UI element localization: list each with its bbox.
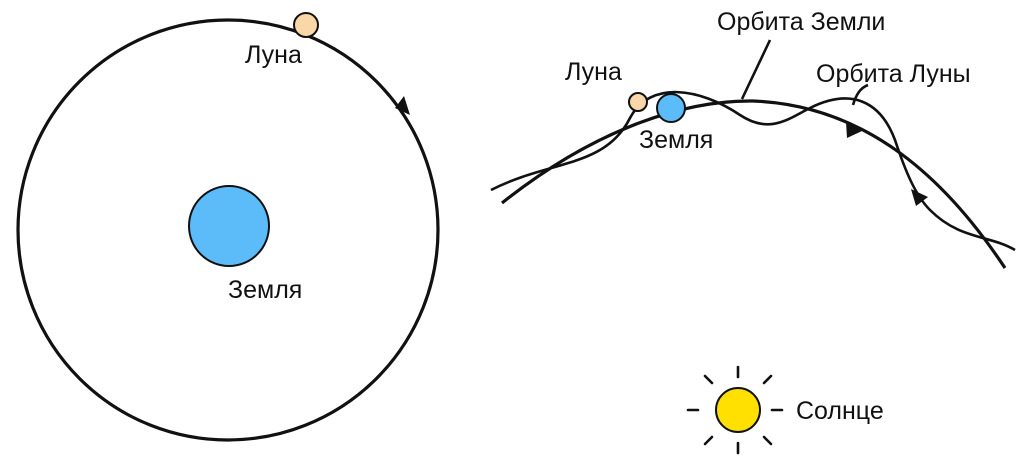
sun-rays bbox=[686, 365, 784, 455]
orbit-direction-arrow-earth bbox=[846, 122, 862, 138]
moon-right bbox=[628, 92, 648, 112]
orbit-direction-arrow-moon bbox=[911, 189, 928, 206]
earth-orbit-path bbox=[501, 99, 1007, 269]
earth-left bbox=[188, 185, 270, 267]
moon-orbit-leader-line bbox=[851, 83, 869, 106]
sun-disc bbox=[715, 387, 761, 433]
moon-orbit-label: Орбита Луны bbox=[816, 60, 971, 88]
moon-label-left: Луна bbox=[245, 41, 302, 69]
earth-label-right: Земля bbox=[639, 126, 713, 154]
earth-right bbox=[656, 93, 686, 123]
moon-orbit-path bbox=[490, 90, 1016, 252]
earth-orbit-label: Орбита Земли bbox=[717, 8, 885, 36]
sun-icon bbox=[686, 365, 784, 455]
moon-label-right: Луна bbox=[565, 58, 622, 86]
moon-left bbox=[293, 12, 319, 38]
earth-label-left: Земля bbox=[228, 276, 302, 304]
earth-orbit-leader-line bbox=[740, 39, 772, 100]
orbit-direction-arrow-left bbox=[395, 96, 410, 115]
sun-label: Солнце bbox=[796, 397, 884, 425]
moon-orbit-circle bbox=[16, 18, 440, 442]
